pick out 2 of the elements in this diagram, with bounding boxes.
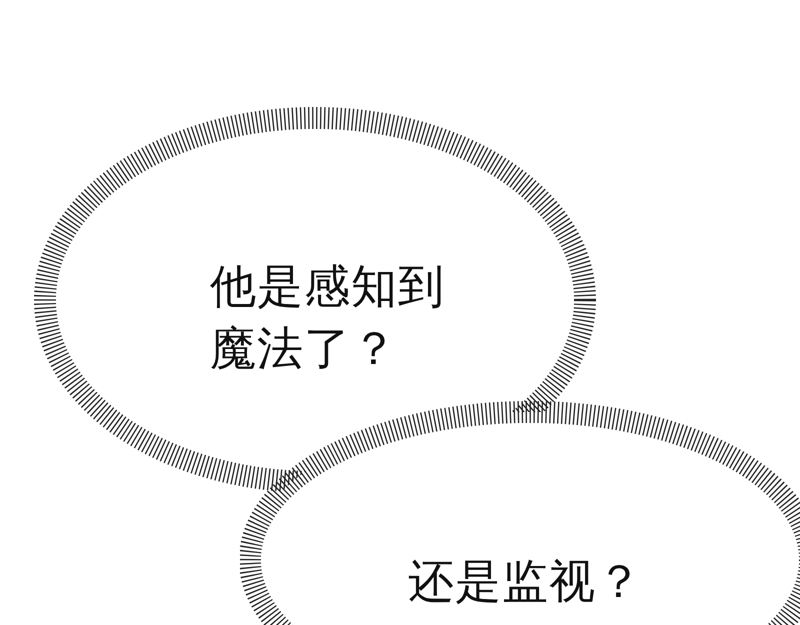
speech-text: 他是感知到魔法了？ <box>210 258 446 377</box>
speech-text: 还是监视？ <box>408 553 644 610</box>
